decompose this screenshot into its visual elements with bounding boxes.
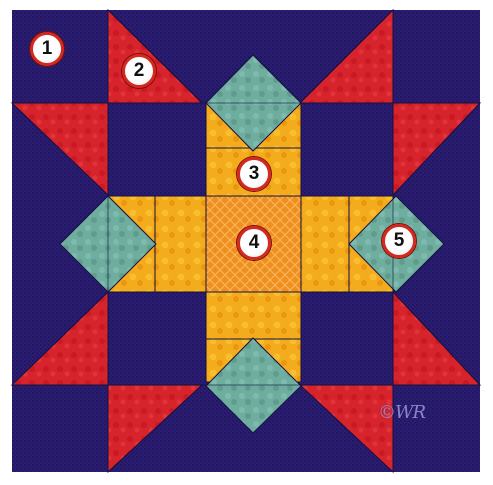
gold-patch bbox=[155, 196, 206, 292]
patch-label-1: 1 bbox=[30, 32, 64, 66]
patch-label-4: 4 bbox=[237, 226, 271, 260]
patch-label-5: 5 bbox=[382, 224, 416, 258]
patch-label-2: 2 bbox=[122, 54, 156, 88]
patch-label-3: 3 bbox=[237, 157, 271, 191]
gold-patch bbox=[206, 292, 301, 339]
gold-patch bbox=[301, 196, 349, 292]
copyright-watermark: ©WR bbox=[378, 402, 425, 423]
